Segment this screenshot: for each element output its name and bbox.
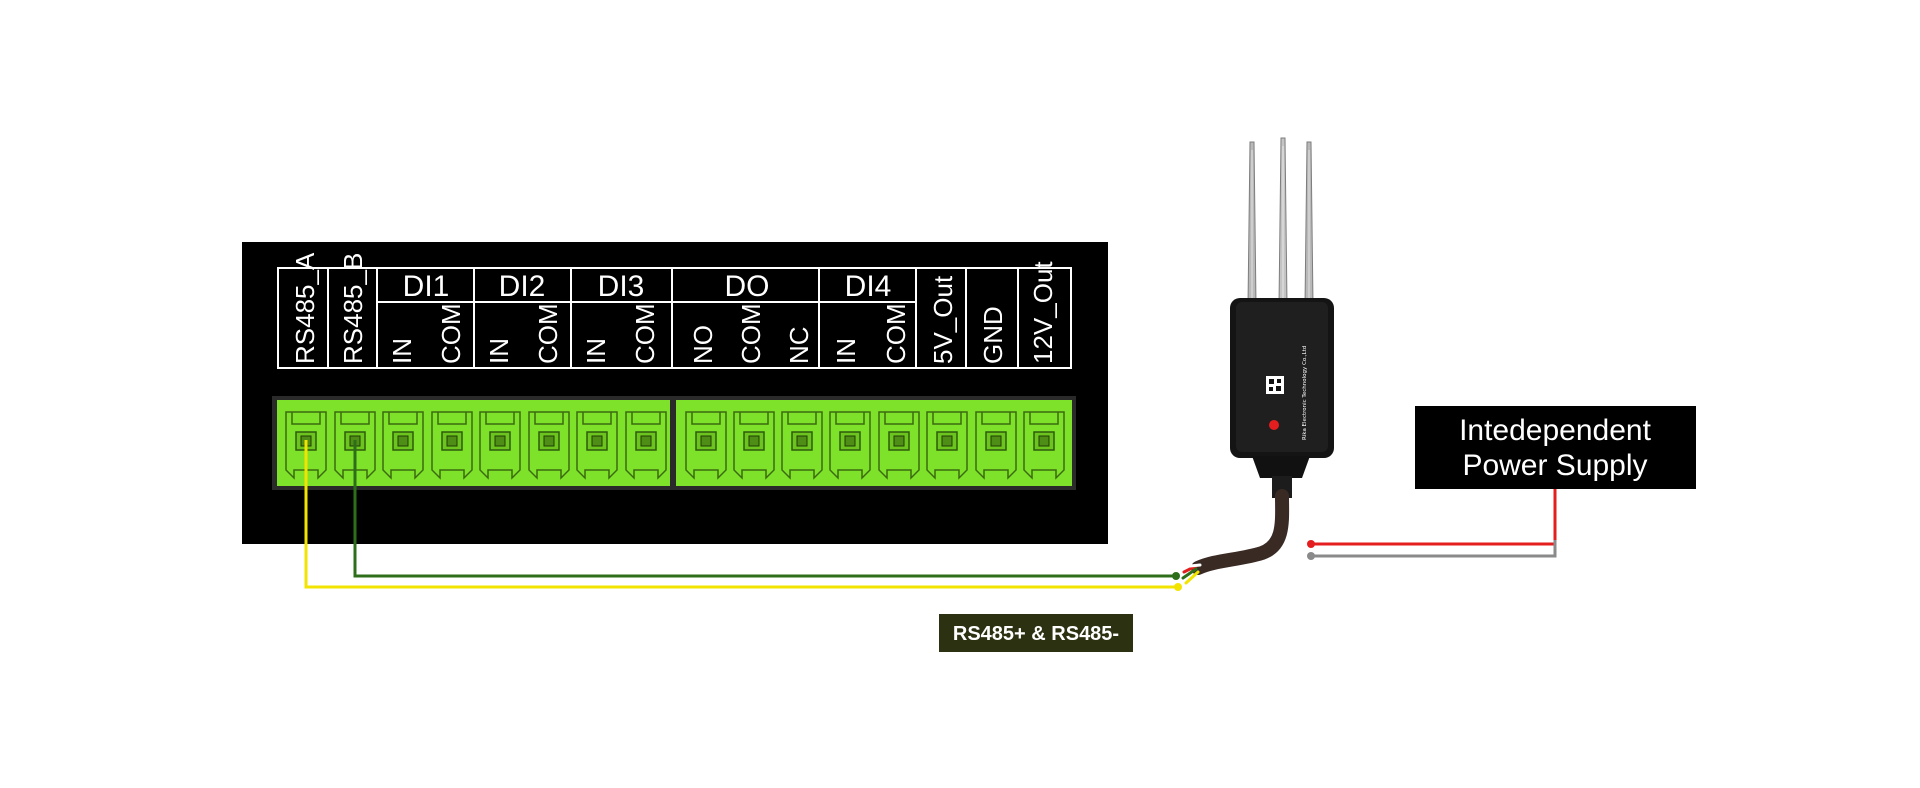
wire-yellow-end [1174, 583, 1182, 591]
terminal-label-table [277, 267, 1072, 369]
terminal-screw [576, 411, 618, 480]
wire-yellow-rs485-a [304, 440, 1178, 589]
qr-code-icon [1266, 376, 1284, 394]
group-label-do: DO [725, 270, 770, 303]
terminal-screw [431, 411, 473, 480]
group-labels: DI1 DI2 DI3 DO DI4 [403, 270, 892, 303]
terminal-label-rs485-a: RS485_A [290, 252, 320, 364]
wire-green-rs485-b [353, 440, 1176, 578]
terminal-screws [285, 411, 1065, 480]
terminal-label-do-com: COM [736, 303, 766, 364]
terminal-label-do-nc: NC [784, 326, 814, 364]
data-logger-panel: DI1 DI2 DI3 DO DI4 RS485_A RS485_B IN CO… [242, 242, 1108, 544]
wire-gray [1312, 540, 1557, 558]
brand-logo-icon [1269, 420, 1279, 430]
soil-sensor: Rika Electronic Technology Co.,Ltd [1181, 137, 1334, 585]
terminal-screw [625, 411, 667, 480]
sensor-cable [1191, 489, 1290, 575]
terminal-screw [829, 411, 871, 480]
group-label-di2: DI2 [499, 270, 546, 303]
sensor-label: Rika Electronic Technology Co.,Ltd [1302, 346, 1308, 440]
terminal-label-do-no: NO [688, 325, 718, 364]
terminal-label-di3-com: COM [630, 303, 660, 364]
group-label-di1: DI1 [403, 270, 450, 303]
rs485-wires [304, 440, 1182, 591]
terminal-screw [479, 411, 521, 480]
terminal-screw [878, 411, 920, 480]
group-label-di4: DI4 [845, 270, 892, 303]
wire-green-end [1172, 572, 1180, 580]
sensor-brand: Rika Electronic Technology Co.,Ltd [1302, 346, 1308, 440]
rs485-label: RS485+ & RS485- [953, 623, 1119, 645]
sensor-cable-gland [1252, 456, 1310, 478]
group-label-di3: DI3 [598, 270, 645, 303]
terminal-labels: RS485_A RS485_B IN COM IN COM IN COM NO … [290, 252, 1058, 364]
terminal-label-di4-in: IN [831, 338, 861, 364]
terminal-label-rs485-b: RS485_B [338, 253, 368, 364]
terminal-label-di2-com: COM [533, 303, 563, 364]
sensor-probes [1247, 137, 1314, 306]
rs485-badge: RS485+ & RS485- [939, 614, 1133, 652]
terminal-screw [685, 411, 727, 480]
terminal-label-di1-com: COM [436, 303, 466, 364]
terminal-screw [781, 411, 823, 480]
terminal-label-di4-com: COM [881, 303, 911, 364]
power-supply-line2: Power Supply [1462, 449, 1647, 482]
terminal-label-di2-in: IN [484, 338, 514, 364]
power-wires [1307, 486, 1557, 560]
power-supply-box: Intedependent Power Supply [1415, 406, 1696, 489]
wire-red-end [1307, 540, 1315, 548]
terminal-label-di1-in: IN [387, 338, 417, 364]
terminal-label-5v-out: 5V_Out [928, 275, 958, 364]
terminal-screw [975, 411, 1017, 480]
terminal-screw [733, 411, 775, 480]
terminal-screw [926, 411, 968, 480]
terminal-screw [528, 411, 570, 480]
wire-gray-end [1307, 552, 1315, 560]
terminal-screw [382, 411, 424, 480]
power-supply-line1: Intedependent [1459, 414, 1652, 447]
wire-red [1312, 486, 1557, 546]
terminal-screw [1023, 411, 1065, 480]
terminal-label-gnd: GND [978, 306, 1008, 364]
terminal-label-di3-in: IN [581, 338, 611, 364]
terminal-label-12v-out: 12V_Out [1028, 261, 1058, 364]
sensor-wire-ends [1181, 563, 1202, 585]
